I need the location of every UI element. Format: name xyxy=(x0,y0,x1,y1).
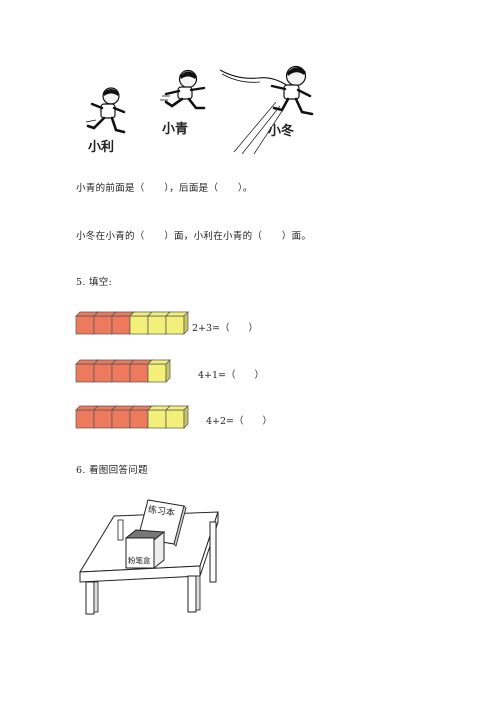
equation-1: 2+3=（ ） xyxy=(192,323,259,334)
equation-3: 4+2=（ ） xyxy=(206,416,273,427)
yellow-cube xyxy=(147,359,171,383)
cube-row-2 xyxy=(75,359,171,383)
section-5-title: 5. 填空: xyxy=(76,277,113,288)
yellow-cube xyxy=(165,311,189,335)
question-1: 小青的前面是（ ），后面是（ ）。 xyxy=(76,183,253,194)
table-figure xyxy=(79,499,219,615)
section-6-title: 6. 看图回答问题 xyxy=(76,465,148,476)
yellow-cube xyxy=(165,405,189,429)
cube-row-1 xyxy=(75,311,189,335)
runner-right-label: 小冬 xyxy=(268,124,295,139)
cube-row-3 xyxy=(75,405,189,429)
equation-2: 4+1=（ ） xyxy=(198,370,265,381)
runner-left-label: 小利 xyxy=(88,140,115,155)
question-2: 小冬在小青的（ ）面，小利在小青的（ ）面。 xyxy=(76,231,312,242)
runner-middle-icon xyxy=(160,69,206,110)
chalk-box-label: 粉笔盒 xyxy=(128,556,151,565)
runner-middle-label: 小青 xyxy=(162,122,189,137)
runner-left-icon xyxy=(85,87,126,134)
runner-right-icon xyxy=(219,65,314,155)
